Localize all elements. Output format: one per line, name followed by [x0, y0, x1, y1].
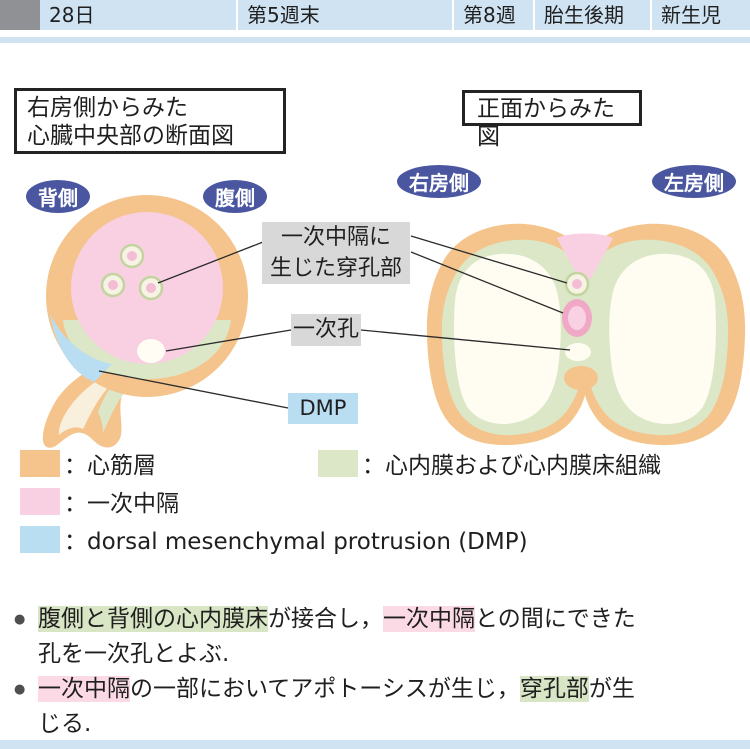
ostium-primum-gap — [565, 343, 591, 361]
legend-item-endocardial: ：心内膜および心内膜床組織 — [318, 449, 661, 479]
legend-swatch-dmp — [20, 525, 60, 553]
legend-item-myocardium: ：心筋層 — [20, 449, 156, 479]
left-atrium-label: 左房側 — [664, 171, 724, 195]
notes-list: ●腹側と背側の心内膜床が接合し，一次中隔との間にできた 孔を一次孔とよぶ.●一次… — [14, 602, 726, 742]
right-diagram-title: 正面からみた図 — [462, 90, 642, 150]
timeline-label: 28日 — [49, 3, 95, 27]
right-diagram — [426, 223, 746, 446]
bullet-text: 一次中隔の一部においてアポトーシスが生じ，穿孔部が生 じる. — [38, 672, 635, 742]
dmp-wedge — [50, 314, 112, 382]
timeline-header: 28日 第5週末 第8週 胎生後期 新生児 — [0, 0, 750, 30]
left-atrium-side-badge: 左房側 — [652, 165, 736, 198]
left-diagram — [42, 195, 248, 448]
dorsal-label: 背側 — [38, 186, 78, 210]
timeline-segment-newborn: 新生児 — [650, 0, 750, 30]
timeline-label: 胎生後期 — [544, 3, 624, 27]
perforation-annotation-line2: 生じた穿孔部 — [269, 256, 402, 281]
legend-label-endocardial: ：心内膜および心内膜床組織 — [362, 453, 661, 479]
dorsal-side-badge: 背側 — [26, 180, 90, 213]
legend-label-dmp: ：dorsal mesenchymal protrusion (DMP) — [64, 529, 528, 555]
dmp-annotation: DMP — [288, 393, 358, 424]
connector-lines — [98, 235, 571, 409]
ostium-primum-annotation: 一次孔 — [291, 314, 361, 346]
bullet-dot-icon: ● — [14, 682, 26, 697]
legend-swatch-myocardium — [20, 449, 60, 477]
right-title-text: 正面からみた図 — [477, 96, 615, 150]
highlighted-term: 一次中隔 — [383, 606, 475, 632]
left-title-line1: 右房側からみた — [27, 95, 188, 121]
note-bullet: ● 一次中隔の一部においてアポトーシスが生じ，穿孔部が生 じる. — [14, 672, 726, 742]
highlighted-term: 一次中隔 — [38, 676, 130, 702]
right-atrium-cavity — [454, 253, 561, 424]
note-text: の一部においてアポトーシスが生じ， — [130, 676, 520, 702]
timeline-segment-late-fetal: 胎生後期 — [533, 0, 650, 30]
bullet-text: 腹側と背側の心内膜床が接合し，一次中隔との間にできた 孔を一次孔とよぶ. — [38, 602, 636, 672]
note-text: が生 じる. — [38, 676, 635, 737]
legend-swatch-endocardial — [318, 449, 358, 477]
right-atrium-label: 右房側 — [409, 171, 469, 195]
legend-item-dmp: ：dorsal mesenchymal protrusion (DMP) — [20, 525, 528, 555]
perforation-annotation-line1: 一次中隔に — [280, 225, 391, 250]
septum-primum-wedge — [557, 233, 613, 288]
legend-label-myocardium: ：心筋層 — [64, 453, 156, 479]
note-bullet: ● 腹側と背側の心内膜床が接合し，一次中隔との間にできた 孔を一次孔とよぶ. — [14, 602, 726, 672]
legend-item-septum-primum: ：一次中隔 — [20, 487, 179, 517]
dmp-label: DMP — [299, 396, 347, 420]
av-cushion-oval — [564, 366, 598, 390]
bottom-blue-strip — [0, 740, 750, 749]
bullet-dot-icon: ● — [14, 612, 26, 627]
left-diagram-title: 右房側からみた 心臓中央部の断面図 — [14, 88, 286, 154]
timeline-underline — [0, 37, 750, 43]
ostium-primum-label: 一次孔 — [292, 317, 359, 342]
legend-swatch-septum-primum — [20, 487, 60, 515]
timeline-label: 第5週末 — [247, 3, 320, 27]
perforation-holes — [100, 243, 164, 301]
ostium-primum-hole — [137, 339, 165, 363]
timeline-segment-week5: 第5週末 — [236, 0, 452, 30]
perforation-annotation: 一次中隔に 生じた穿孔部 — [262, 222, 410, 284]
highlighted-term: 腹側と背側の心内膜床 — [38, 606, 268, 632]
timeline-segment-week8: 第8週 — [452, 0, 533, 30]
left-title-line2: 心臓中央部の断面図 — [27, 123, 234, 149]
legend-label-septum-primum: ：一次中隔 — [64, 491, 179, 517]
right-atrium-side-badge: 右房側 — [397, 165, 481, 198]
timeline-label: 新生児 — [661, 3, 721, 27]
ventral-side-badge: 腹側 — [203, 180, 267, 213]
ventral-label: 腹側 — [215, 186, 255, 210]
note-text: との間にできた 孔を一次孔とよぶ. — [38, 606, 636, 667]
timeline-segment-28days: 28日 — [40, 0, 236, 30]
timeline-label: 第8週 — [463, 3, 516, 27]
note-text: が接合し， — [268, 606, 383, 632]
timeline-gray-block — [0, 0, 40, 30]
left-atrium-cavity — [609, 253, 716, 424]
highlighted-term: 穿孔部 — [519, 676, 589, 702]
